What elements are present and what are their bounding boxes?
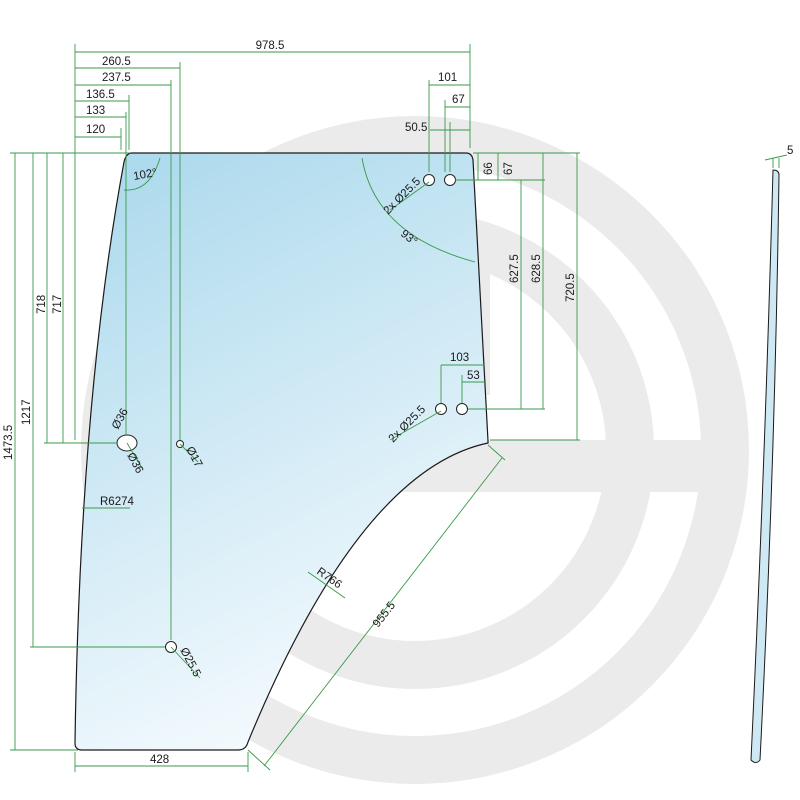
dim-627: 627.5 — [509, 254, 521, 283]
left-dimensions: 1473.5 1217 718 717 — [3, 152, 165, 751]
radius-left-edge: R6274 — [100, 496, 134, 508]
hole-lower-1 — [435, 403, 447, 415]
dim-718: 718 — [36, 295, 48, 314]
right-dimensions: 66 67 627.5 628.5 720.5 103 53 — [441, 152, 580, 441]
top-dimensions: 978.5 260.5 237.5 136.5 133 120 101 67 5… — [74, 40, 471, 640]
side-profile-view: 5 — [750, 145, 793, 763]
dim-50: 50.5 — [405, 122, 427, 134]
dim-101: 101 — [438, 72, 457, 84]
dim-66: 66 — [483, 162, 495, 175]
dim-103: 103 — [450, 352, 469, 364]
dim-260: 260.5 — [102, 56, 131, 68]
dim-136: 136.5 — [86, 89, 115, 101]
dim-total-width: 978.5 — [256, 40, 285, 52]
dim-720: 720.5 — [565, 273, 577, 302]
dim-133: 133 — [86, 105, 105, 117]
hole-upper-2 — [444, 174, 456, 186]
hole-lower-2 — [456, 403, 468, 415]
angle-102: 102° — [132, 167, 158, 183]
dim-1473: 1473.5 — [3, 425, 15, 460]
dim-67-top: 67 — [452, 94, 465, 106]
dim-717: 717 — [52, 295, 64, 314]
dim-628: 628.5 — [531, 254, 543, 283]
dim-237: 237.5 — [102, 72, 131, 84]
dim-thickness: 5 — [787, 145, 793, 157]
dim-53: 53 — [467, 370, 480, 382]
dim-955: 955.5 — [371, 600, 398, 630]
dim-428: 428 — [150, 754, 169, 766]
dim-120: 120 — [86, 124, 105, 136]
dim-1217: 1217 — [21, 399, 33, 425]
dim-67-right: 67 — [503, 162, 515, 175]
side-profile — [750, 169, 780, 763]
hole-upper-1 — [423, 174, 435, 186]
glass-pane — [74, 152, 489, 751]
